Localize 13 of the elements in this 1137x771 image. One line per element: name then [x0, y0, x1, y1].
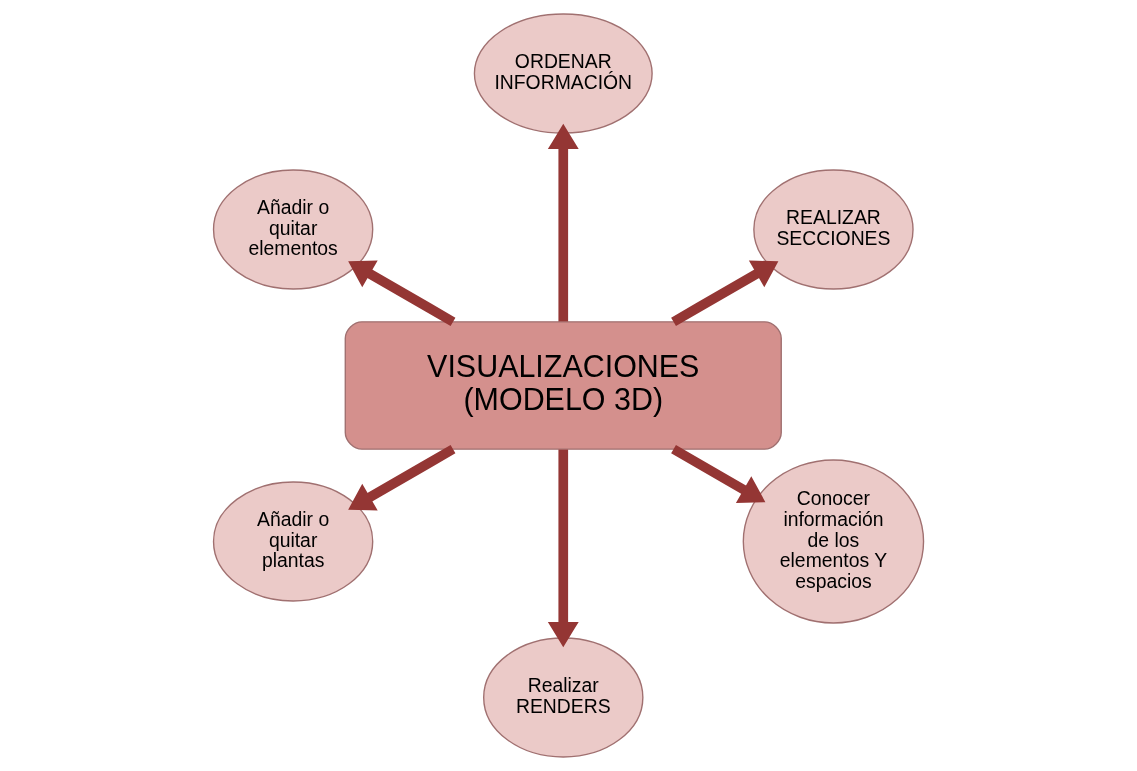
arrow	[547, 123, 579, 322]
node-circle: Conocer información de los elementos Y espacios	[742, 459, 925, 624]
node-ellipse: Añadir o quitar plantas	[212, 481, 374, 602]
node-ellipse: Realizar RENDERS	[483, 637, 644, 758]
node-box: VISUALIZACIONES (MODELO 3D)	[344, 321, 782, 450]
arrow	[671, 260, 779, 327]
node-ellipse: REALIZAR SECCIONES	[753, 169, 914, 290]
arrow	[348, 444, 456, 511]
node-ellipse: Añadir o quitar elementos	[212, 169, 374, 290]
node-ellipse: ORDENAR INFORMACIÓN	[473, 13, 653, 134]
arrow	[348, 260, 456, 327]
arrow	[671, 444, 766, 503]
arrow	[547, 449, 579, 648]
